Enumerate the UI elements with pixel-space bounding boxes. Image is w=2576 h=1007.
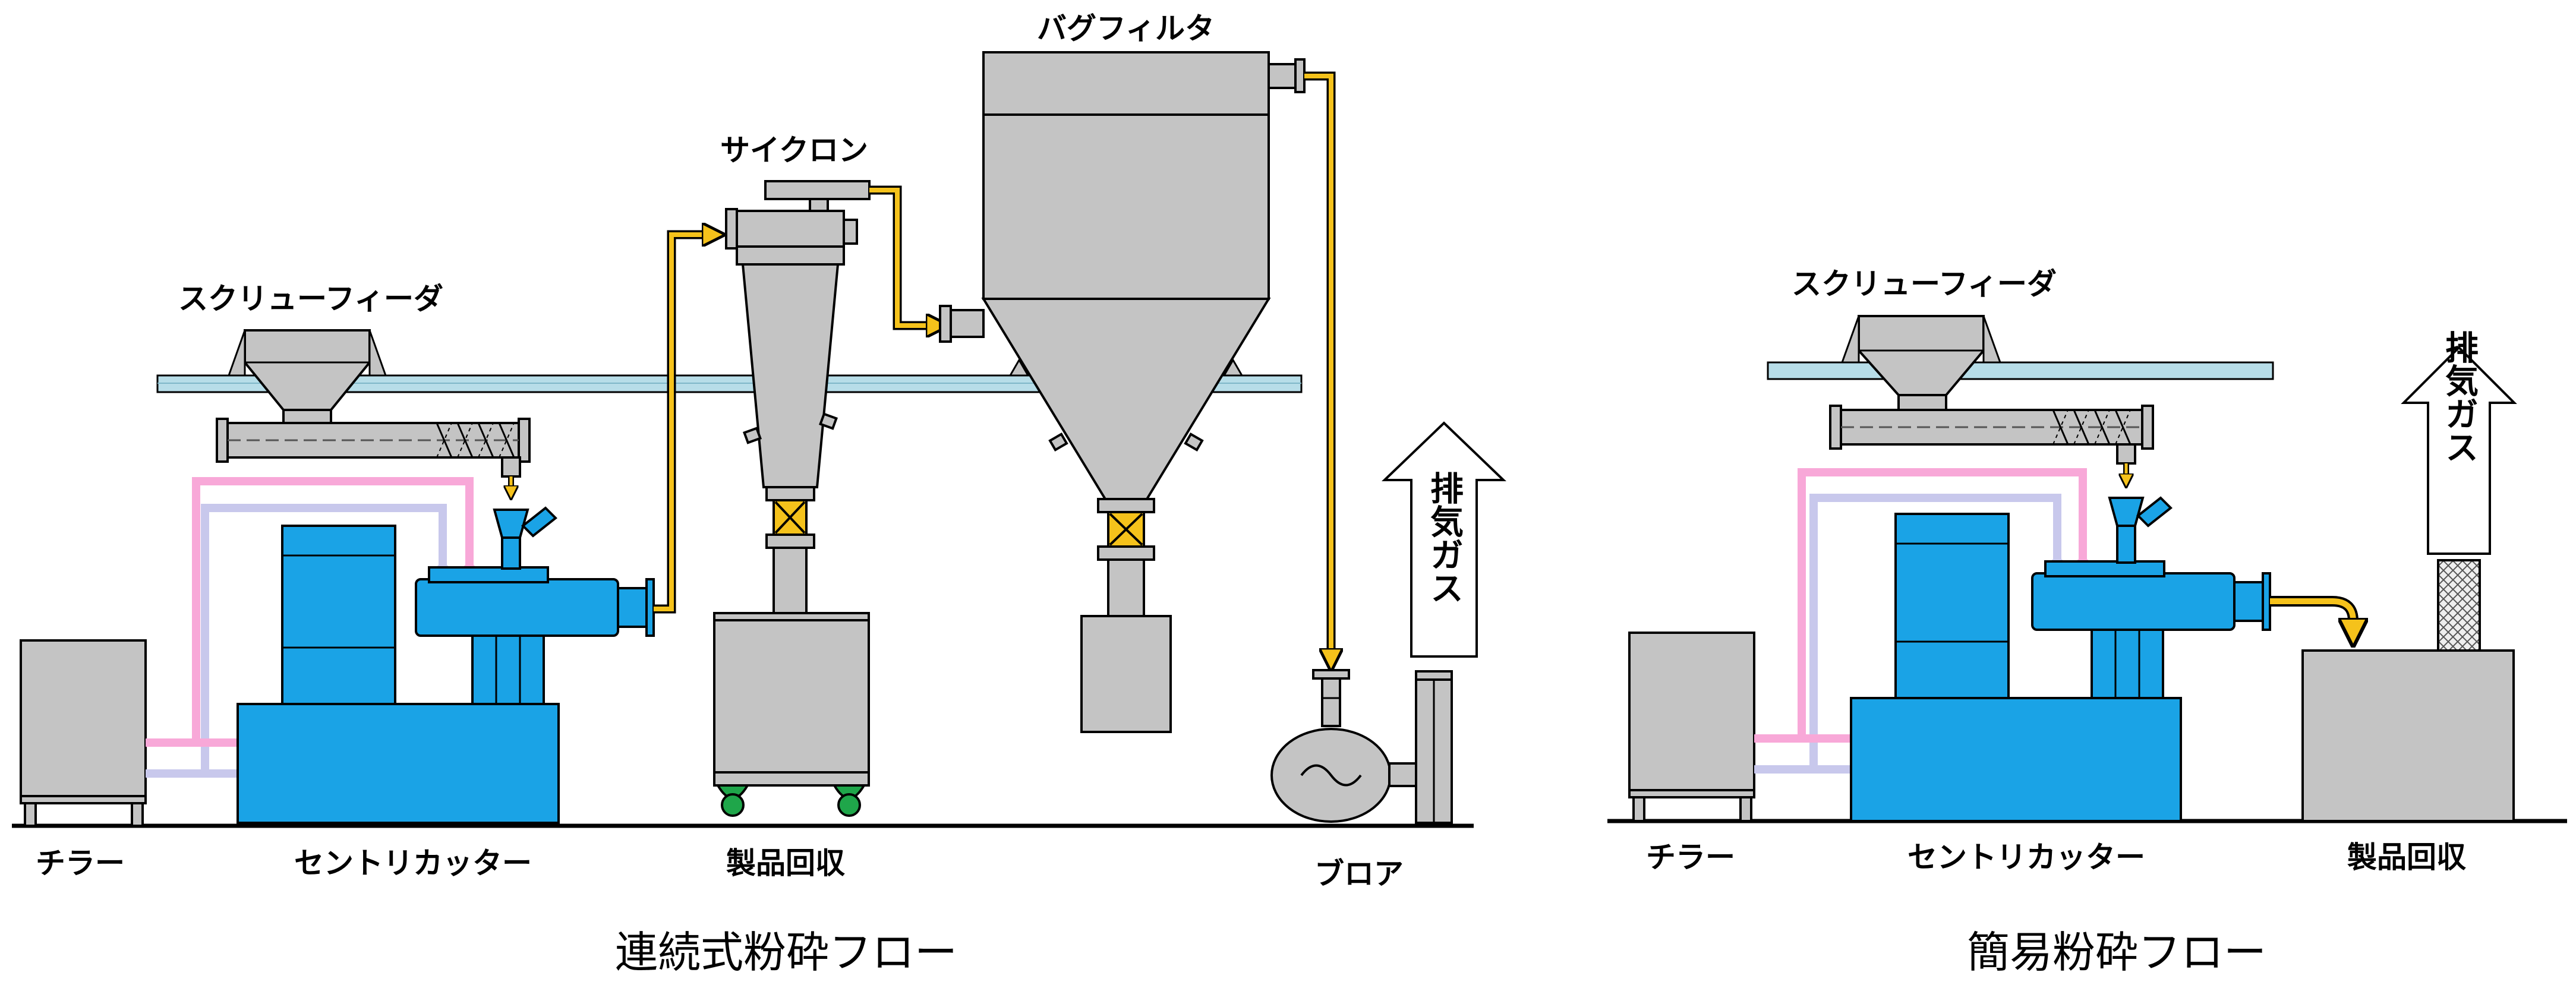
continuous-flow-caption: 連続式粉砕フロー — [615, 927, 957, 977]
bag-filter — [939, 51, 1306, 733]
bag-filter-label: バグフィルタ — [1037, 11, 1215, 46]
screw-feeder-label-simple: スクリューフィーダ — [1792, 267, 2057, 301]
centrifugal-cutter-machine-simple — [1850, 496, 2271, 822]
exhaust-gas-label: 排気ガス — [1425, 471, 1464, 604]
exhaust-gas-label-simple: 排気ガス — [2440, 330, 2479, 463]
simple-flow-caption: 簡易粉砕フロー — [1967, 927, 2266, 977]
cutter-to-cyclone-duct — [654, 235, 716, 614]
product-collection-box-simple — [2301, 559, 2515, 822]
screw-feeder-label: スクリューフィーダ — [178, 282, 443, 316]
product-collection-cart — [713, 612, 870, 817]
blower-label: ブロア — [1314, 857, 1404, 891]
chiller-label: チラー — [36, 846, 125, 880]
blower — [1270, 669, 1453, 824]
product-collection-label-simple: 製品回収 — [2347, 840, 2466, 875]
cyclone-separator — [725, 180, 871, 614]
chiller-unit — [20, 639, 147, 827]
bagfilter-to-blower-duct — [1304, 71, 1331, 662]
cyclone-label: サイクロン — [720, 133, 868, 168]
exhaust-gas-arrow: 排気ガス — [1382, 421, 1506, 658]
centrifugal-cutter-label: セントリカッター — [294, 846, 532, 880]
floor-beam-simple — [1767, 361, 2274, 380]
exhaust-gas-arrow-simple: 排気ガス — [2401, 330, 2517, 555]
centrifugal-cutter-machine — [237, 506, 655, 824]
continuous-flow-diagram: 排気ガス スクリューフィーダ サイクロン バグフィルタ チラー セントリカッター… — [12, 11, 1506, 977]
product-collection-label: 製品回収 — [726, 846, 845, 880]
centrifugal-cutter-label-simple: セントリカッター — [1907, 840, 2145, 875]
screw-feeder-simple — [1829, 315, 2154, 482]
simple-flow-diagram: 排気ガス スクリューフィーダ チラー セントリカッター 製品回収 簡易粉砕フロー — [1607, 267, 2567, 977]
cyclone-to-bagfilter-duct — [869, 185, 940, 326]
cutter-to-collection-duct — [2270, 596, 2353, 636]
screw-feeder — [216, 329, 531, 494]
chiller-label-simple: チラー — [1646, 840, 1735, 875]
chiller-unit-simple — [1628, 632, 1755, 822]
